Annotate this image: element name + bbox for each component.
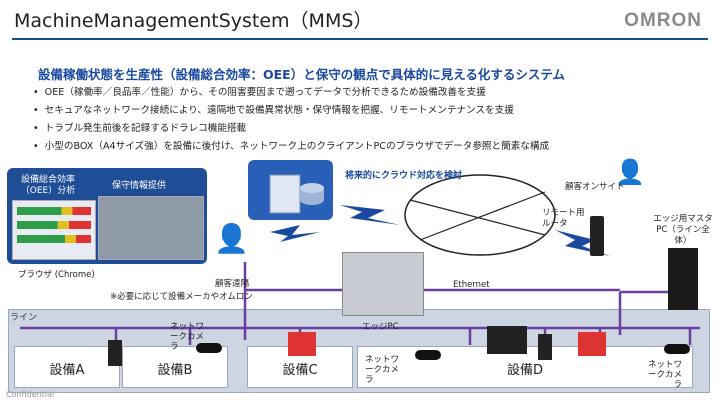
controller-icon-d: [538, 334, 552, 360]
browser-label: ブラウザ (Chrome): [18, 270, 95, 280]
router-label: リモート用ルータ: [542, 208, 585, 229]
equipment-d-label: 設備D: [506, 363, 543, 378]
equipment-c-label: 設備C: [282, 363, 318, 378]
page-title: MachineManagementSystem（MMS）: [14, 10, 373, 32]
bullet-1: OEE（稼働率／良品率／性能）から、その阻害要因まで遡ってデータで分析できるため…: [33, 84, 486, 98]
controller-icon-a: [108, 340, 122, 366]
maintenance-photo: [98, 196, 204, 260]
equipment-a-label: 設備A: [49, 363, 85, 378]
camera-label-b: ネットワークカメラ: [170, 322, 205, 352]
equipment-a: 設備A: [14, 346, 120, 388]
confidential-footer: Confidential: [6, 390, 55, 399]
camera-label-d1: ネットワークカメラ: [365, 355, 400, 385]
title-divider: [12, 38, 708, 40]
hmi-icon-d: [487, 326, 527, 354]
oee-analysis-label: 設備総合効率（OEE）分析: [20, 175, 76, 196]
network-camera-icon-d2: [664, 344, 690, 354]
remote-note: ※必要に応じて設備メーカやオムロン: [110, 292, 253, 302]
edge-pc-icon: [342, 252, 424, 316]
network-camera-icon-d1: [415, 350, 441, 360]
bullet-3: トラブル発生前後を記録するドラレコ機能搭載: [33, 120, 246, 134]
equipment-b: 設備B: [122, 346, 228, 388]
ethernet-label: Ethernet: [453, 280, 490, 290]
bullet-4: 小型のBOX（A4サイズ強）を設備に後付け、ネットワーク上のクライアントPCのブ…: [33, 138, 549, 152]
bullet-2: セキュアなネットワーク接続により、遠隔地で設備異常状態・保守情報を把握、リモート…: [33, 102, 514, 116]
line-label: ライン: [10, 313, 38, 323]
plc-icon-d: [578, 332, 606, 356]
maintenance-info-label: 保守情報提供: [112, 181, 167, 191]
camera-label-d2: ネットワークカメラ: [647, 360, 682, 390]
cloud-note: 将来的にクラウド対応を検討: [345, 171, 463, 181]
edge-master-pc-icon: [668, 248, 698, 310]
operator-remote-icon: 👤: [214, 222, 249, 255]
edge-pc-label: エッジPC: [362, 322, 399, 332]
router-icon: [590, 216, 604, 256]
operator-onsite-icon: 👤: [615, 158, 645, 186]
plc-icon-c: [288, 332, 316, 356]
customer-onsite-label: 顧客オンサイト: [565, 182, 625, 192]
omron-logo: OMRON: [624, 10, 702, 31]
oee-chart-screen: [12, 200, 96, 260]
headline: 設備稼働状態を生産性（設備総合効率：OEE）と保守の観点で具体的に見える化するシ…: [38, 67, 565, 82]
customer-remote-label: 顧客遠隔: [215, 279, 250, 289]
equipment-b-label: 設備B: [157, 363, 193, 378]
edge-master-label: エッジ用マスタPC（ライン全体）: [653, 214, 713, 246]
network-camera-icon-b: [196, 343, 222, 353]
internet-cloud-shape: [404, 174, 556, 256]
